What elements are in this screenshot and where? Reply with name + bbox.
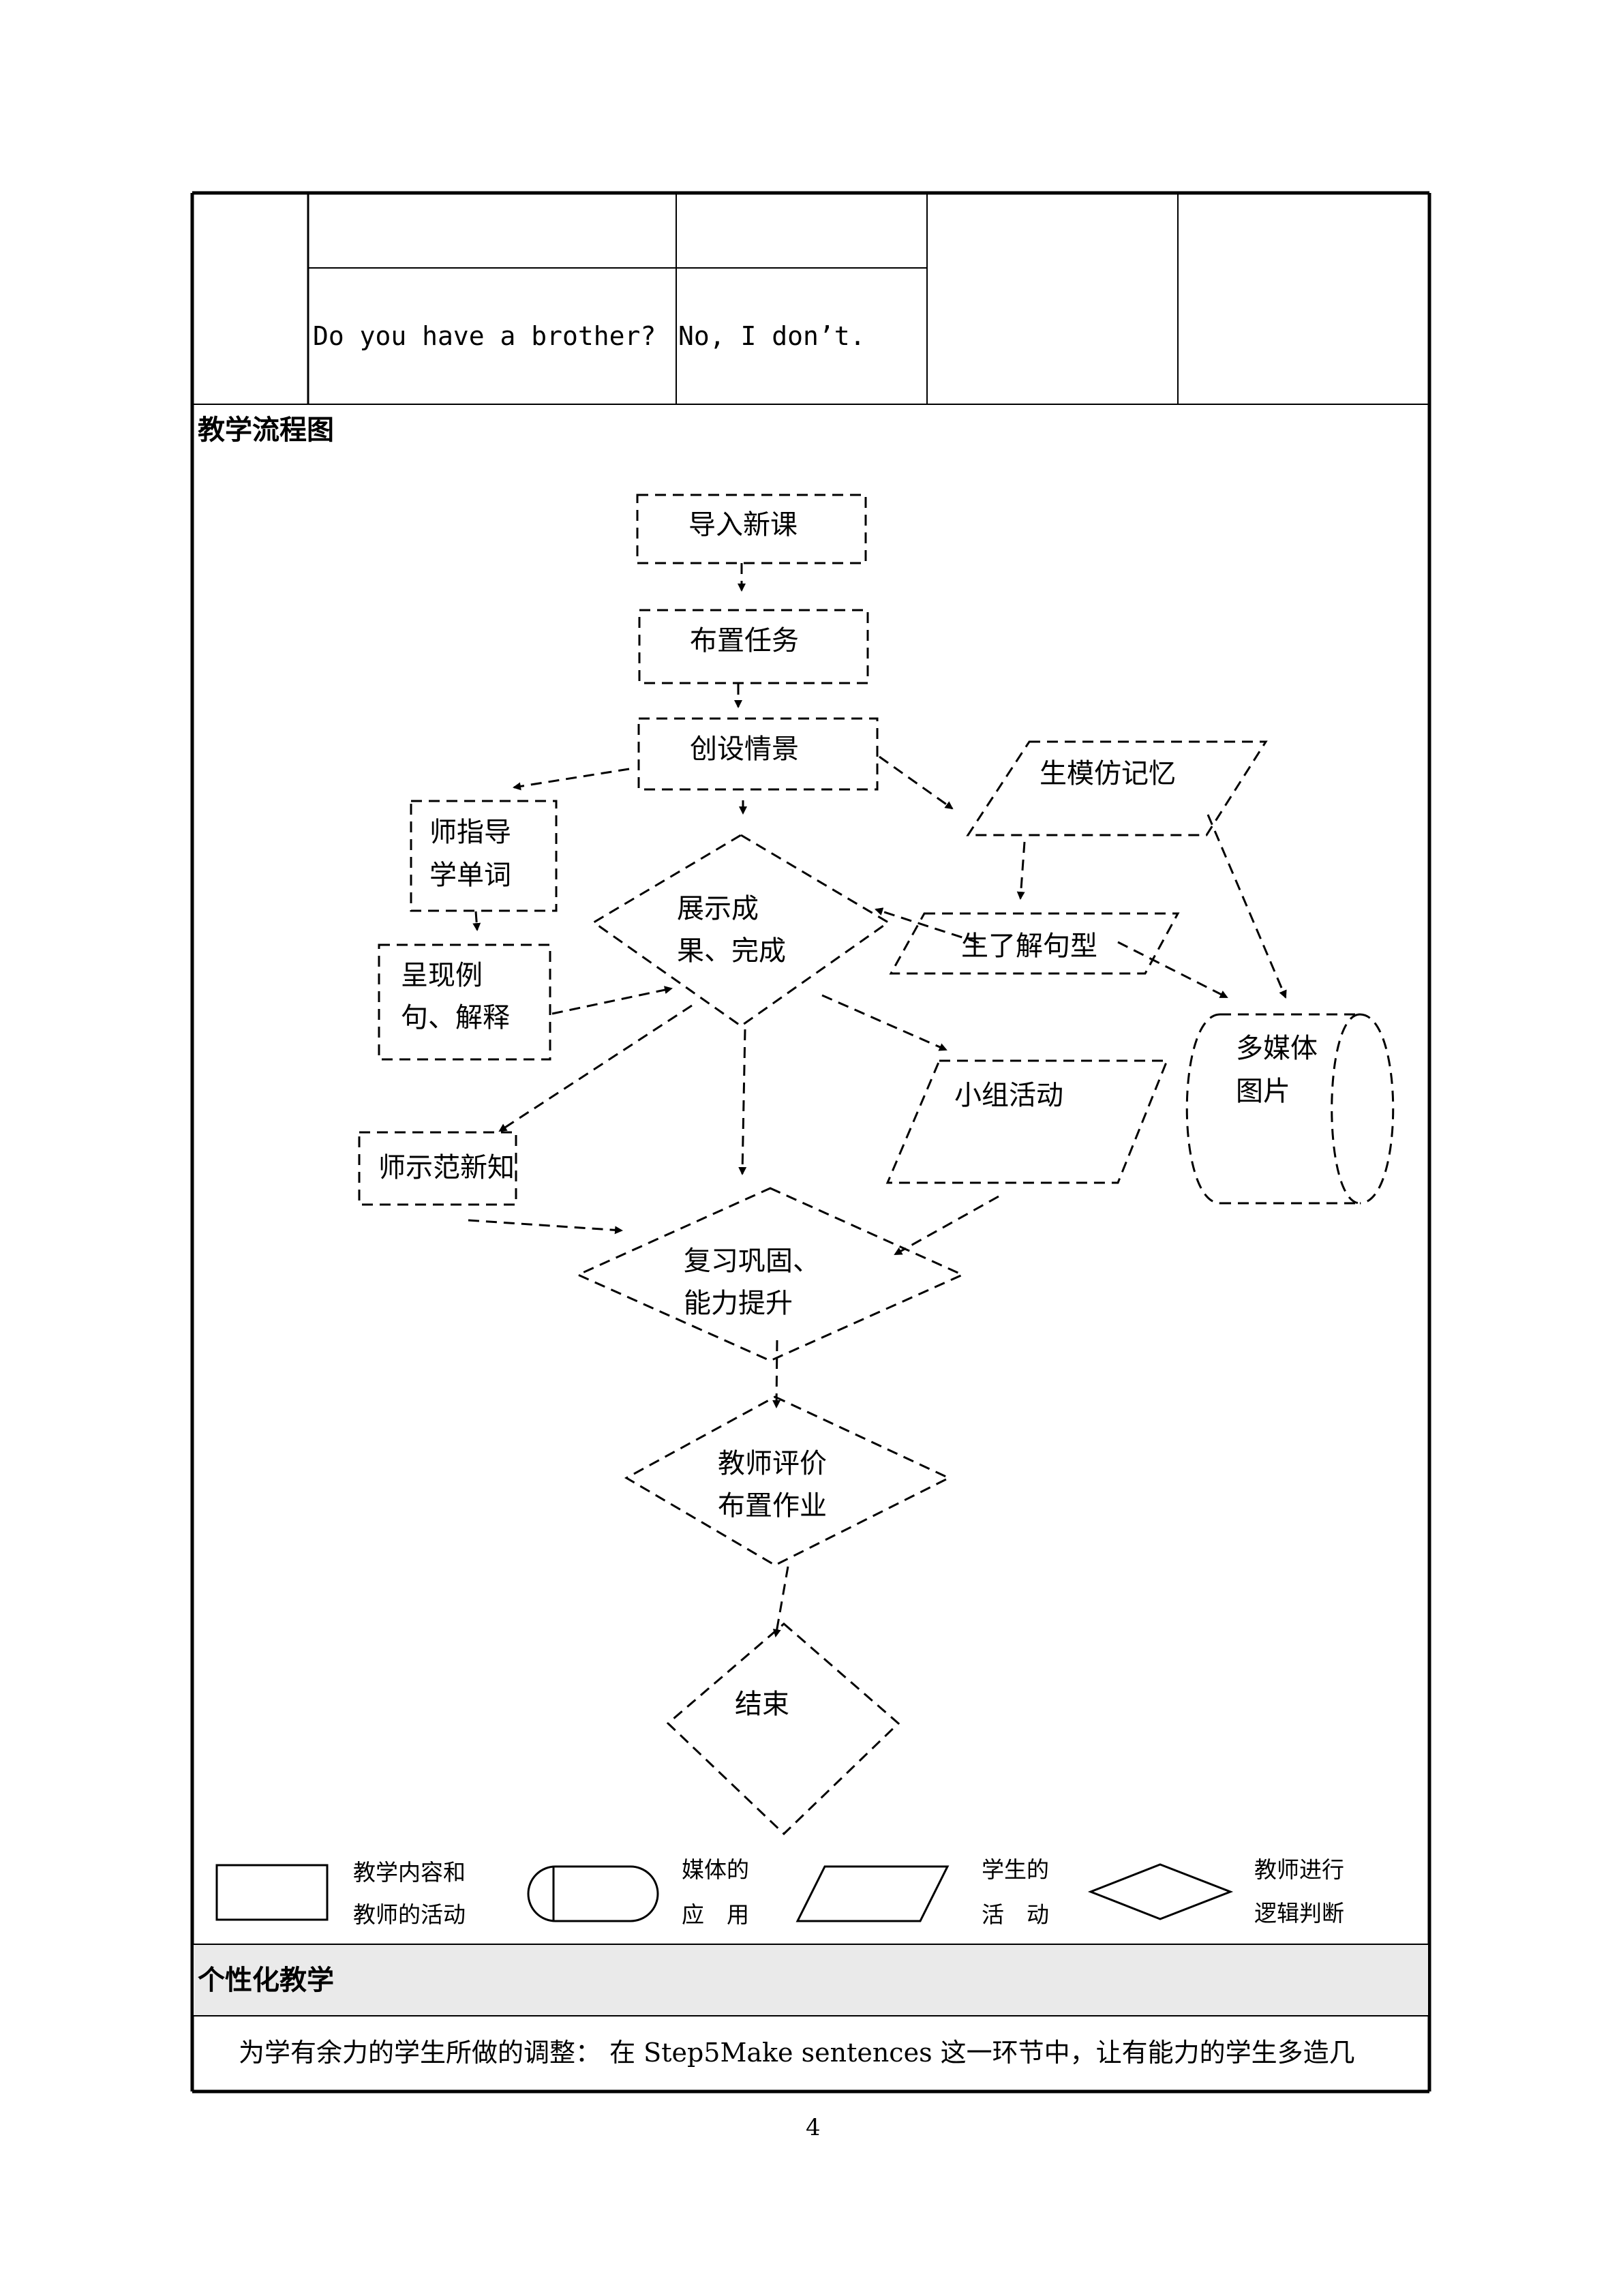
node-shape-evaluate [624,1395,952,1567]
node-shape-group-activity [885,1059,1169,1184]
node-label-group-activity: 小组活动 [954,1080,1063,1111]
node-label-evaluate-2: 布置作业 [718,1490,827,1522]
legend-diamond-label-1: 教师进行 [1254,1856,1344,1883]
node-label-evaluate-1: 教师评价 [718,1448,827,1479]
node-label-review-2: 能力提升 [684,1288,793,1319]
node-shape-assign [638,609,869,684]
node-label-import: 导入新课 [688,509,798,541]
node-shape-imitate [966,740,1268,836]
node-shape-scenario [637,717,879,791]
table-answer-cell: No, I don’t. [678,321,866,351]
legend-parallelogram-label-1: 学生的 [982,1856,1049,1883]
legend-rect-label-1: 教学内容和 [353,1859,466,1886]
legend-media-icon [527,1865,659,1922]
node-label-multimedia-2: 图片 [1236,1076,1290,1107]
flowchart-heading: 教学流程图 [198,414,334,446]
legend-diamond-icon [1087,1863,1234,1920]
node-label-imitate: 生模仿记忆 [1040,758,1176,789]
node-shape-multimedia [1185,1013,1395,1205]
node-label-scenario: 创设情景 [690,734,799,765]
legend-parallelogram-label-2: 活 动 [982,1901,1049,1928]
table-question-cell: Do you have a brother? [313,321,656,351]
page-number: 4 [806,2114,821,2141]
personal-heading: 个性化教学 [198,1965,334,1996]
legend-parallelogram-icon [795,1865,950,1922]
node-shape-teacher-demo [358,1131,517,1206]
node-shape-examples [378,943,551,1061]
node-label-assign: 布置任务 [690,625,799,656]
node-label-sentence-pattern: 生了解句型 [961,931,1097,962]
legend-media-label-2: 应 用 [682,1901,749,1928]
node-label-multimedia-1: 多媒体 [1236,1033,1318,1064]
node-label-end: 结束 [735,1689,789,1720]
node-label-showcase-2: 果、完成 [677,935,786,967]
node-label-showcase-1: 展示成 [677,893,759,924]
node-label-review-1: 复习巩固、 [684,1245,820,1277]
legend-rect-icon [215,1864,329,1921]
legend-media-label-1: 媒体的 [682,1856,749,1883]
node-label-examples-1: 呈现例 [401,960,483,991]
node-shape-teacher-words [410,800,558,912]
node-shape-import [636,494,867,564]
node-shape-sentence-pattern [889,912,1180,975]
personal-body-text: 为学有余力的学生所做的调整： 在 Step5Make sentences 这一环… [239,2038,1355,2068]
legend-rect-label-2: 教师的活动 [353,1901,466,1928]
node-label-teacher-words-1: 师指导 [429,817,511,848]
node-label-teacher-demo: 师示范新知 [378,1152,515,1183]
node-shape-end [666,1622,900,1836]
node-shape-showcase [592,834,890,1027]
legend-diamond-label-2: 逻辑判断 [1254,1900,1344,1927]
node-label-examples-2: 句、解释 [401,1002,510,1033]
node-label-teacher-words-2: 学单词 [429,860,511,891]
